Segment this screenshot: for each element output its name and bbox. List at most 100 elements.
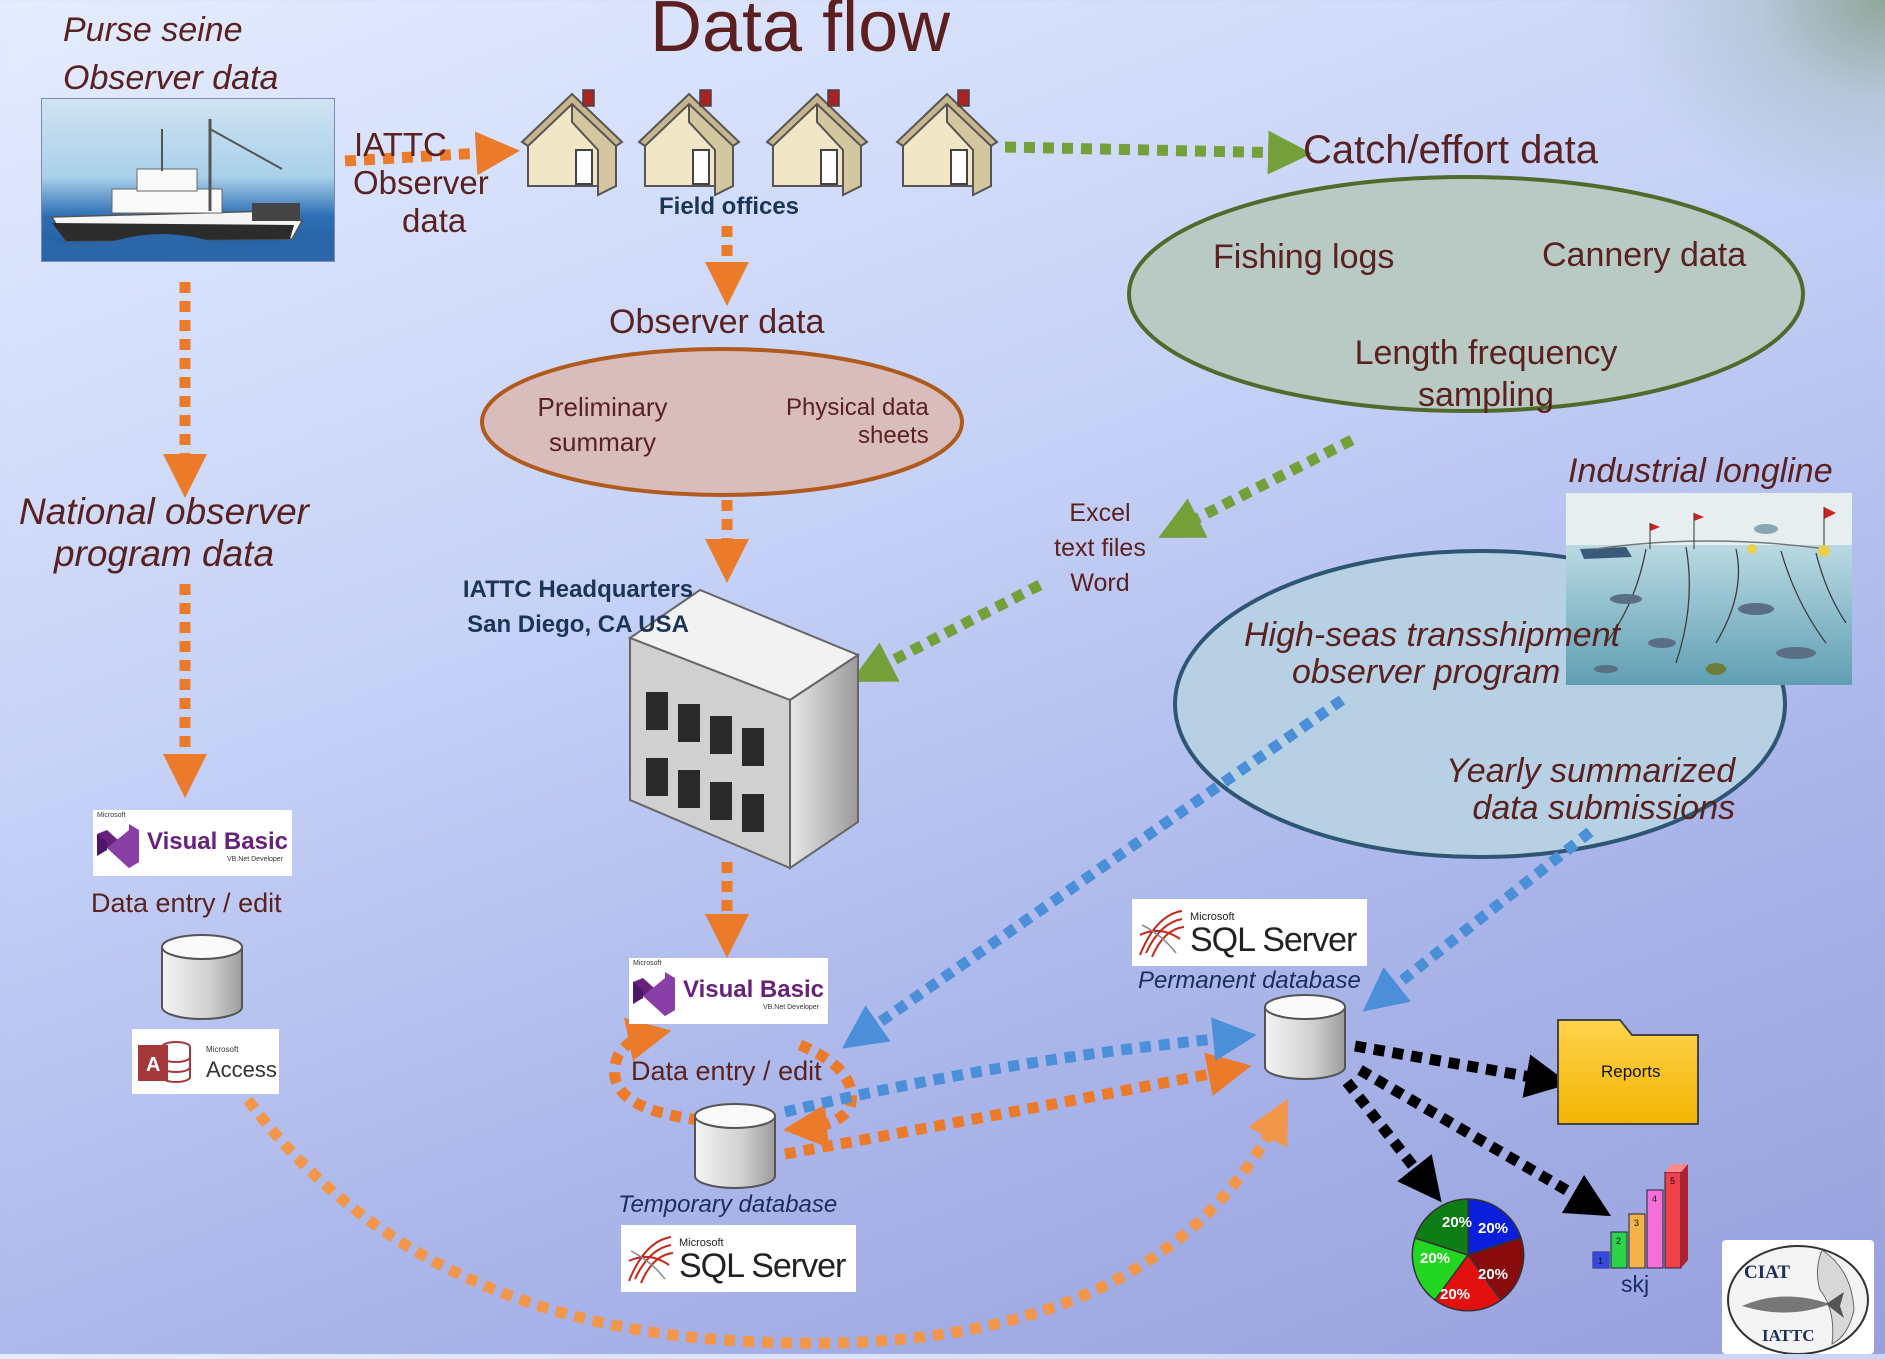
high-seas-line2: observer program — [1292, 653, 1561, 691]
arrow-to-pie — [1342, 1078, 1442, 1203]
vb-name-text: Visual Basic — [147, 828, 288, 855]
arrow-temp-to-permanent — [784, 1052, 1252, 1160]
sql-server-logo-temporary: Microsoft SQL Server — [621, 1225, 856, 1292]
corner-glow — [1625, 0, 1885, 200]
bar-label: 3 — [1634, 1218, 1639, 1228]
catch-effort-label: Catch/effort data — [1303, 128, 1598, 172]
pie-label: 20% — [1478, 1220, 1508, 1237]
purse-seine-line1: Purse seine — [63, 11, 243, 49]
observer-data-label: Observer data — [609, 303, 825, 341]
arrow-field-to-catch — [1004, 130, 1312, 175]
pie-label: 20% — [1440, 1286, 1470, 1303]
arrow-catch-to-files — [1158, 435, 1355, 538]
longline-illustration — [1566, 493, 1852, 685]
sql-server-logo-permanent: Microsoft SQL Server — [1132, 899, 1367, 966]
arrow-yearly-to-permanent — [1362, 827, 1594, 1012]
fishing-logs-label: Fishing logs — [1213, 238, 1395, 276]
iattc-observer-line1: IATTC — [354, 126, 447, 163]
file-formats-label: Excel text files Word — [1040, 496, 1160, 601]
page-title: Data flow — [650, 0, 951, 67]
length-frequency-line2: sampling — [1417, 376, 1555, 414]
access-name-text: Access — [206, 1057, 277, 1082]
files-line3: Word — [1070, 569, 1130, 597]
vb-name-text: Visual Basic — [683, 976, 824, 1003]
physical-line1: Physical data — [786, 394, 929, 421]
pie-chart-icon: 20% 20% 20% 20% 20% — [1411, 1198, 1525, 1312]
national-observer-label: National observer program data — [4, 491, 324, 575]
sql-ms-text: Microsoft — [679, 1237, 724, 1249]
iattc-observer-line2: Observer — [353, 164, 489, 201]
ciat-iattc-logo: CIAT IATTC — [1722, 1240, 1874, 1355]
physical-line2: sheets — [858, 422, 929, 449]
reports-label: Reports — [1601, 1062, 1661, 1081]
visual-basic-logo-center: Microsoft Visual Basic VB.Net Developer — [629, 958, 828, 1024]
arrow-to-reports — [1354, 1040, 1570, 1098]
pie-label: 20% — [1420, 1250, 1450, 1267]
house-icon — [895, 89, 999, 197]
vb-ms-text: Microsoft — [97, 812, 126, 819]
permanent-db-cylinder-icon — [1264, 994, 1346, 1080]
preliminary-line2: summary — [549, 427, 656, 457]
arrow-temp-to-permanent-blue — [783, 1017, 1257, 1118]
vb-ms-text: Microsoft — [633, 960, 662, 967]
ship-icon — [42, 119, 334, 261]
sql-name-text: SQL Server — [1190, 921, 1357, 959]
vb-sub-text: VB.Net Developer — [763, 1004, 820, 1011]
catch-ellipse — [1127, 175, 1805, 413]
industrial-longline-label: Industrial longline — [1568, 452, 1833, 490]
house-icon — [520, 89, 624, 197]
iattc-observer-line3: data — [402, 202, 467, 239]
pie-label: 20% — [1442, 1214, 1472, 1231]
longline-icon — [1566, 493, 1852, 685]
yearly-line1: Yearly summarized — [1446, 752, 1736, 790]
arrow-highseas-to-entry — [841, 695, 1346, 1049]
hq-label: IATTC Headquarters San Diego, CA USA — [448, 572, 708, 642]
yearly-summarized-label: Yearly summarized data submissions — [1446, 753, 1735, 827]
visual-basic-icon — [633, 972, 675, 1016]
observer-ellipse — [480, 347, 964, 497]
iattc-observer-label: IATTC Observer data — [353, 126, 489, 240]
data-entry-center-label: Data entry / edit — [631, 1056, 822, 1086]
sql-ms-text: Microsoft — [1190, 911, 1235, 923]
temporary-database-label: Temporary database — [618, 1191, 838, 1218]
arrow-ship-to-field — [344, 131, 520, 176]
cannery-data-label: Cannery data — [1542, 236, 1747, 274]
bar-label: 2 — [1616, 1236, 1621, 1246]
svg-text:A: A — [146, 1054, 160, 1076]
temporary-db-cylinder-icon — [694, 1103, 776, 1189]
vb-sub-text: VB.Net Developer — [227, 856, 284, 863]
high-seas-line1: High-seas transshipment — [1244, 616, 1621, 654]
files-line2: text files — [1054, 534, 1146, 562]
data-entry-left-label: Data entry / edit — [91, 888, 282, 918]
ciat-top-text: CIAT — [1744, 1262, 1791, 1283]
access-icon: A — [138, 1041, 191, 1083]
preliminary-line1: Preliminary — [537, 392, 668, 422]
yearly-line2: data submissions — [1472, 789, 1736, 827]
sql-server-icon — [1139, 910, 1185, 958]
loop-arrow-up — [609, 1017, 701, 1126]
loop-arrow-down — [783, 1039, 857, 1149]
length-frequency-line1: Length frequency — [1354, 334, 1618, 372]
sql-server-icon — [628, 1236, 674, 1284]
national-line1: National observer — [19, 491, 309, 532]
bar-label: 4 — [1652, 1194, 1657, 1204]
skj-label: skj — [1621, 1271, 1650, 1297]
house-icon — [765, 89, 869, 197]
purse-seine-label: Purse seine Observer data — [63, 6, 278, 102]
arrow-to-bars — [1357, 1065, 1612, 1217]
national-db-cylinder-icon — [161, 934, 243, 1020]
files-line1: Excel — [1069, 499, 1131, 527]
access-logo: A Microsoft Access — [132, 1029, 279, 1094]
sql-name-text: SQL Server — [679, 1247, 846, 1285]
purse-seine-line2: Observer data — [63, 59, 279, 97]
physical-data-sheets-label: Physical data sheets — [786, 394, 929, 450]
visual-basic-icon — [97, 824, 139, 868]
national-line2: program data — [53, 533, 275, 574]
access-ms-text: Microsoft — [206, 1045, 239, 1054]
permanent-database-label: Permanent database — [1138, 967, 1361, 994]
visual-basic-logo-left: Microsoft Visual Basic VB.Net Developer — [93, 810, 292, 876]
house-icon — [637, 89, 741, 197]
preliminary-summary-label: Preliminary summary — [525, 390, 680, 460]
field-offices-label: Field offices — [659, 193, 800, 220]
reports-folder-icon — [1557, 1019, 1699, 1125]
